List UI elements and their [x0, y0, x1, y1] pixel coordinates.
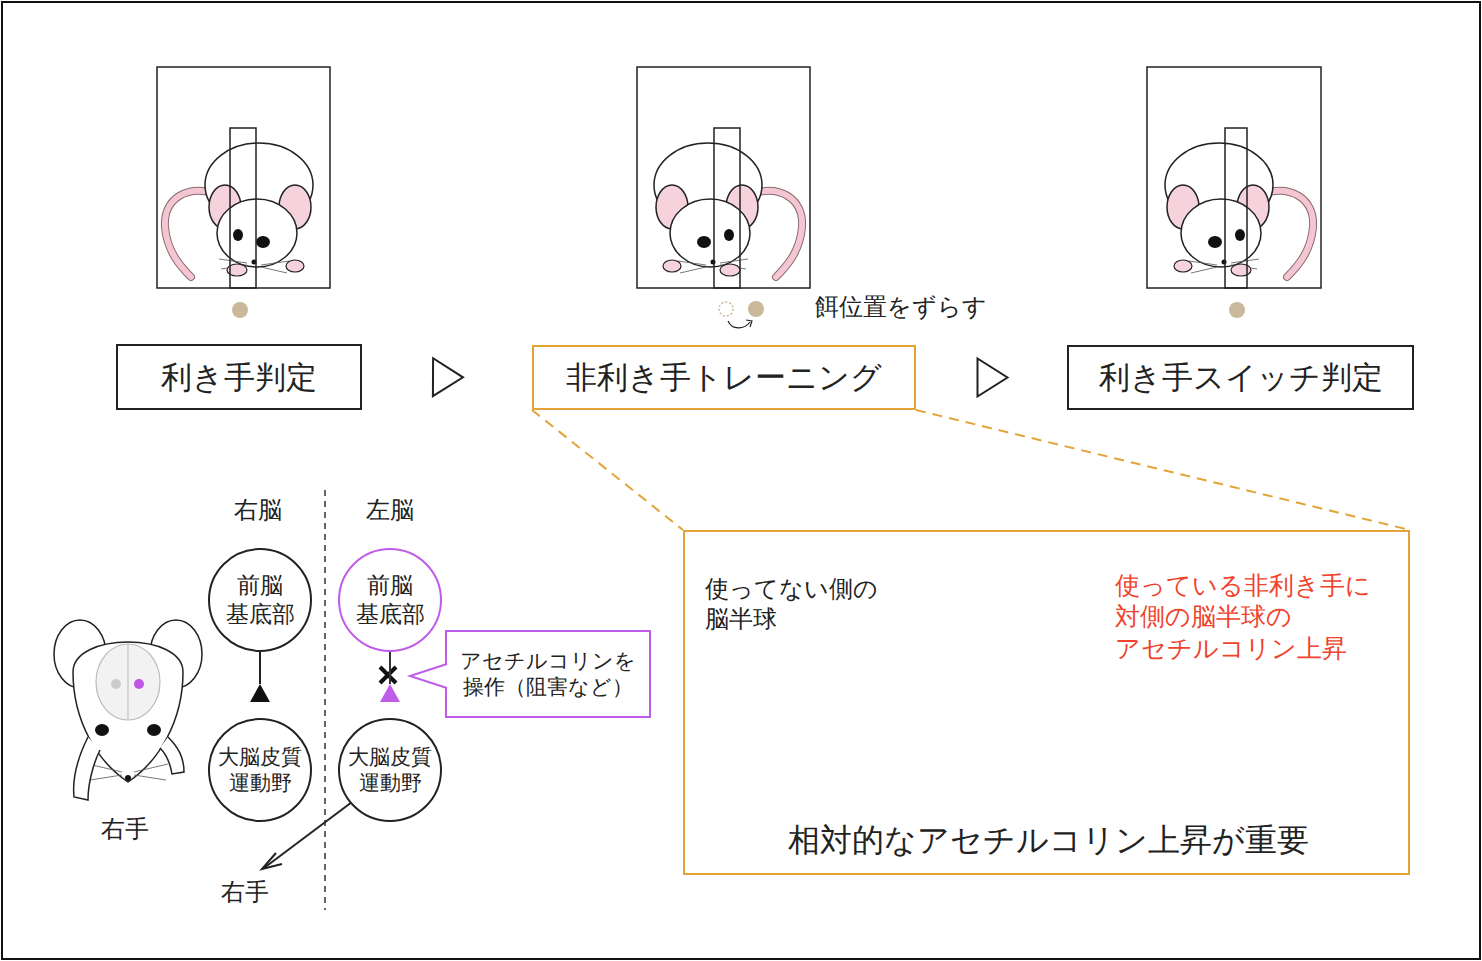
node-text: 前脳 基底部: [351, 571, 429, 629]
mouse-front-left: [54, 620, 202, 800]
node-body-text: 使っている非利き手に 対側の脳半球の アセチルコリン上昇: [1115, 570, 1405, 664]
cage-outline: [1147, 67, 1321, 288]
enclosure-3: [1147, 67, 1321, 318]
cage-outline: [637, 67, 810, 288]
mouse-drawing: [54, 620, 202, 800]
node-text: 利き手スイッチ判定: [1099, 358, 1383, 397]
node-body-text: 相対的なアセチルコリン上昇が重要: [685, 820, 1412, 860]
mouse-drawing: [1165, 143, 1313, 277]
zoom-line: [532, 410, 683, 530]
pointer-outline: [410, 664, 447, 688]
brain-region-circle: 前脳 基底部: [208, 548, 312, 652]
cross-stroke: [380, 667, 396, 683]
enclosure-2: [637, 67, 810, 328]
old-pellet-position: [719, 302, 733, 316]
food-pellet: [748, 301, 764, 317]
zoom-panel: 使ってない側の 脳半球 使っている非利き手に 対側の脳半球の アセチルコリン上昇相…: [683, 530, 1410, 875]
cage-outline: [157, 67, 330, 288]
step-box: 利き手スイッチ判定: [1067, 345, 1414, 410]
slit: [1225, 128, 1247, 288]
shift-arrow-head: [746, 320, 752, 327]
synapse-terminal: [380, 684, 400, 702]
slit: [230, 128, 256, 288]
arrow-head: [262, 853, 282, 869]
node-text: 利き手判定: [161, 358, 317, 397]
node-text: 非利き手トレーニング: [566, 358, 882, 397]
pointer-gap: [442, 665, 449, 687]
node-text: アセチルコリンを 操作（阻害など）: [450, 648, 646, 701]
flow-triangle: [433, 358, 463, 396]
connector: [916, 410, 1410, 530]
block-mark: [380, 667, 396, 683]
brain-region-circle: 大脳皮質 運動野: [338, 718, 442, 822]
callout-pointer: [410, 664, 449, 688]
step-box: 非利き手トレーニング: [532, 345, 916, 410]
connector: [380, 652, 400, 702]
brain-region-circle: 前脳 基底部: [338, 548, 442, 652]
connector: [433, 358, 463, 396]
node-text: 大脳皮質 運動野: [212, 744, 308, 797]
flow-triangle: [978, 359, 1008, 397]
hemisphere-divider: [324, 490, 326, 910]
cross-stroke: [380, 667, 396, 683]
left-brain-dot: [134, 679, 144, 689]
hemisphere-label: 右脳: [208, 495, 308, 525]
zoom-line: [916, 410, 1410, 530]
hemisphere-label: 左脳: [340, 495, 440, 525]
body-part-label: 右手: [195, 877, 295, 907]
enclosure-1: [157, 67, 330, 318]
right-brain-dot: [111, 679, 121, 689]
projection-line: [389, 652, 391, 684]
shift-arrow: [728, 321, 750, 328]
food-pellet: [232, 302, 248, 318]
mouse-drawing: [165, 143, 313, 277]
connector: [532, 410, 683, 530]
callout-box: アセチルコリンを 操作（阻害など）: [445, 630, 651, 718]
step-box: 利き手判定: [116, 344, 362, 410]
connector: [250, 652, 270, 702]
projection-line: [259, 652, 261, 684]
annotation: 餌位置をずらす: [815, 292, 1025, 322]
body-part-label: 右手: [75, 814, 175, 844]
node-text: 使ってない側の 脳半球: [705, 574, 915, 634]
brain-region-circle: 大脳皮質 運動野: [208, 718, 312, 822]
slit: [714, 128, 740, 288]
mouse-drawing: [654, 143, 802, 277]
synapse-terminal: [250, 684, 270, 702]
node-text: 前脳 基底部: [221, 571, 299, 629]
node-text: 大脳皮質 運動野: [342, 744, 438, 797]
food-pellet: [1229, 302, 1245, 318]
connector: [978, 359, 1008, 397]
